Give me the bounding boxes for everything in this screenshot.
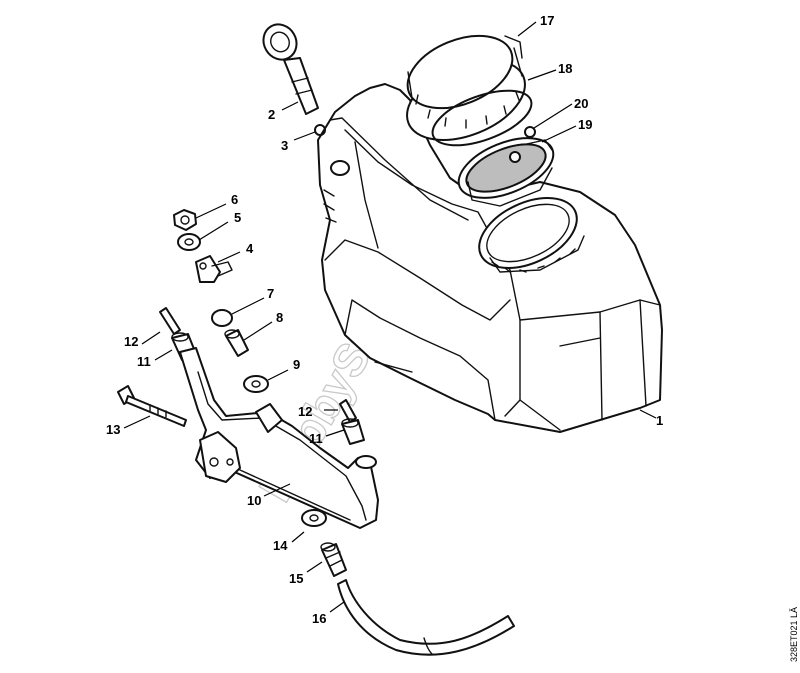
strainer bbox=[457, 137, 555, 207]
callout-12-lower: 12 bbox=[298, 404, 312, 419]
tank-cap bbox=[406, 34, 526, 141]
callout-17: 17 bbox=[540, 13, 554, 28]
callout-3: 3 bbox=[281, 138, 288, 153]
o-ring bbox=[211, 309, 233, 327]
sleeve bbox=[224, 329, 249, 357]
callout-20: 20 bbox=[574, 96, 588, 111]
elbow-fitting bbox=[195, 255, 233, 283]
o-ring-small bbox=[314, 124, 326, 136]
callout-16: 16 bbox=[312, 611, 326, 626]
callout-1: 1 bbox=[656, 413, 663, 428]
callout-6: 6 bbox=[231, 192, 238, 207]
fuel-hose bbox=[337, 579, 515, 656]
callout-14: 14 bbox=[273, 538, 288, 553]
callout-11-lower: 11 bbox=[309, 431, 323, 446]
fuel-cap-fitting bbox=[262, 23, 319, 115]
pin-lower bbox=[339, 399, 357, 423]
callout-18: 18 bbox=[558, 61, 572, 76]
fuel-pipe bbox=[179, 347, 379, 529]
pin-upper bbox=[159, 307, 181, 335]
drawing-code: 328ET021 LÄ bbox=[789, 607, 799, 662]
callout-13: 13 bbox=[106, 422, 120, 437]
retaining-ring bbox=[431, 89, 533, 147]
washer bbox=[243, 375, 269, 393]
callout-9: 9 bbox=[293, 357, 300, 372]
callout-7: 7 bbox=[267, 286, 274, 301]
hex-nut bbox=[173, 209, 197, 231]
hex-bolt bbox=[117, 385, 187, 427]
callout-10: 10 bbox=[247, 493, 261, 508]
callout-4: 4 bbox=[246, 241, 254, 256]
washer-lower bbox=[301, 509, 327, 527]
fuel-tank bbox=[317, 83, 663, 433]
bushing-lower bbox=[341, 418, 365, 445]
hose-nipple bbox=[320, 542, 347, 577]
strainer-screw bbox=[509, 126, 553, 163]
callout-19: 19 bbox=[578, 117, 592, 132]
callout-8: 8 bbox=[276, 310, 283, 325]
washer-small bbox=[177, 233, 201, 251]
callout-5: 5 bbox=[234, 210, 241, 225]
callout-12-upper: 12 bbox=[124, 334, 138, 349]
callout-15: 15 bbox=[289, 571, 303, 586]
callout-11-upper: 11 bbox=[137, 354, 151, 369]
callouts: 1 2 3 4 5 6 7 8 9 10 11 11 12 12 13 14 1… bbox=[106, 13, 663, 626]
callout-2: 2 bbox=[268, 107, 275, 122]
leader-lines bbox=[123, 21, 657, 613]
